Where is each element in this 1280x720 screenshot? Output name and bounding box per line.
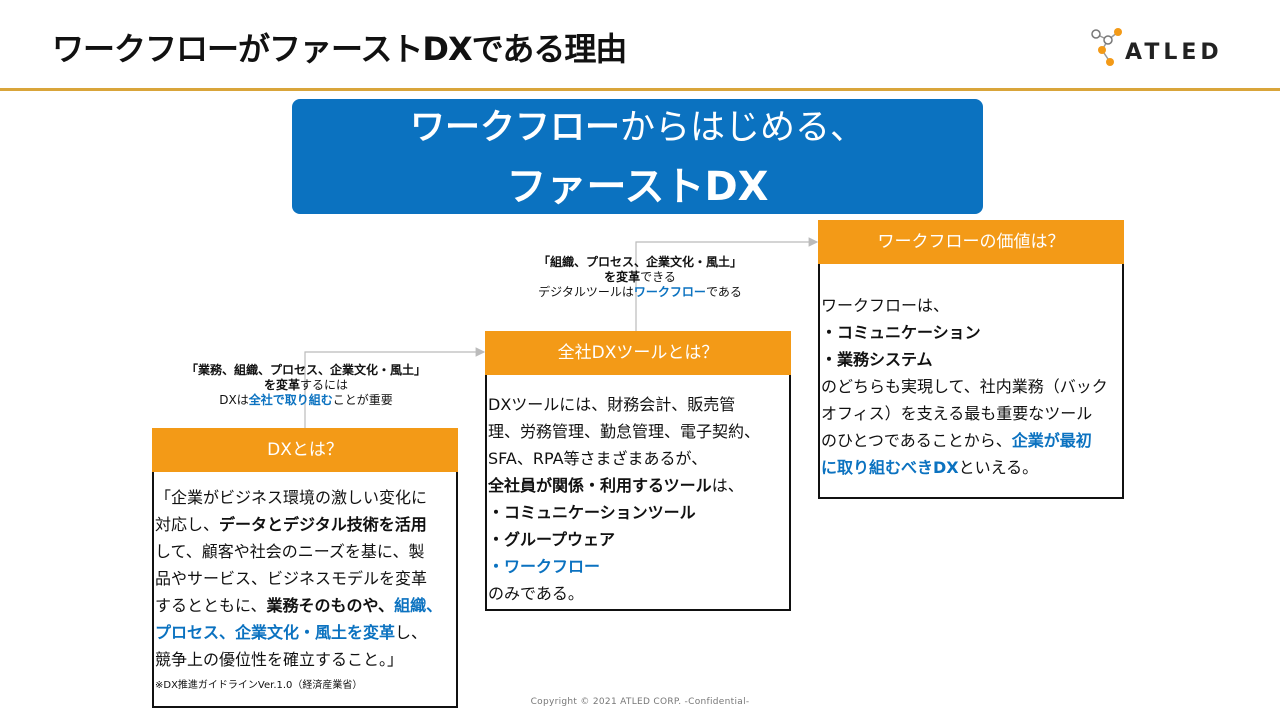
caption-1-line-3: DXは全社で取り組むことが重要 <box>150 393 462 408</box>
hero-banner: ワークフローからはじめる、 ファーストDX <box>292 99 983 214</box>
box-dx-line: 品やサービス、ビジネスモデルを変革 <box>155 569 428 588</box>
box-dx-line: するとともに、業務そのものや、組織、 <box>155 592 455 619</box>
atled-logo-icon <box>1091 28 1122 66</box>
box-workflow-value: ワークフローの価値は？ ワークフローは、 ・コミュニケーション ・業務システム … <box>818 220 1124 499</box>
box-dx-text: し、 <box>395 623 428 642</box>
box-dx-emph: 業務そのものや、 <box>266 596 395 615</box>
box-tool-list-item-highlight: ・ワークフロー <box>488 557 601 576</box>
title-divider <box>0 88 1280 91</box>
box-dx-line: プロセス、企業文化・風土を変革し、 <box>155 619 455 646</box>
box-dx-title: DXとは？ <box>152 428 458 472</box>
box-value-highlight: に取り組むべきDX <box>821 458 959 477</box>
caption-1-line-1: 「業務、組織、プロセス、企業文化・風土」 <box>185 363 426 377</box>
box-dx-line: 「企業がビジネス環境の激しい変化に <box>155 488 428 507</box>
box-tool-list-item: ・グループウェア <box>488 530 616 549</box>
box-value-text: のひとつであることから、 <box>821 431 1012 450</box>
box-value-line: ワークフローは、 <box>821 296 950 315</box>
caption-1-line-2: を変革するには <box>150 378 462 393</box>
box-value-line: オフィス）を支える最も重要なツール <box>821 404 1093 423</box>
box-tool-title: 全社DXツールとは？ <box>485 331 791 375</box>
caption-1-emph: を変革 <box>263 378 300 392</box>
caption-2-line-1: 「組織、プロセス、企業文化・風土」 <box>537 255 742 269</box>
caption-2-highlight: ワークフロー <box>633 285 706 299</box>
box-value-body: ワークフローは、 ・コミュニケーション ・業務システム のどちらも実現して、社内… <box>820 266 1122 497</box>
hero-rest-text: からはじめる、 <box>620 108 866 148</box>
box-tool-body: DXツールには、財務会計、販売管 理、労務管理、勤怠管理、電子契約、 SFA、R… <box>487 377 789 609</box>
box-tool-text: は、 <box>711 476 744 495</box>
box-tool-emph: 全社員が関係・利用するツール <box>488 476 712 495</box>
box-dx-line: して、顧客や社会のニーズを基に、製 <box>155 542 425 561</box>
box-value-line: のひとつであることから、企業が最初 <box>821 427 1121 454</box>
box-tool-list-item: ・コミュニケーションツール <box>488 503 696 522</box>
hero-line-1: ワークフローからはじめる、 <box>292 105 983 151</box>
box-tool-line: のみである。 <box>488 584 584 603</box>
box-tool-line: DXツールには、財務会計、販売管 <box>488 395 736 414</box>
box-dx-line: 競争上の優位性を確立すること。」 <box>155 650 404 669</box>
box-dx-emph: データとデジタル技術を活用 <box>219 515 427 534</box>
box-value-title: ワークフローの価値は？ <box>818 220 1124 264</box>
caption-2-emph: を変革 <box>604 270 641 284</box>
box-value-text: といえる。 <box>958 458 1039 477</box>
hero-strong-text: ワークフロー <box>409 108 620 148</box>
caption-1-prefix: DXは <box>219 393 249 407</box>
box-dx-text: するとともに、 <box>155 596 267 615</box>
caption-workflow-tool: 「組織、プロセス、企業文化・風土」 を変革できる デジタルツールはワークフローで… <box>485 255 795 300</box>
box-what-is-dx: DXとは？ 「企業がビジネス環境の激しい変化に 対応し、データとデジタル技術を活… <box>152 428 458 708</box>
caption-1-highlight: 全社で取り組む <box>248 393 333 407</box>
box-value-line: のどちらも実現して、社内業務（バック <box>821 377 1108 396</box>
box-dx-highlight: プロセス、企業文化・風土を変革 <box>155 623 396 642</box>
box-value-list-item: ・コミュニケーション <box>821 323 981 342</box>
box-tool-line: 全社員が関係・利用するツールは、 <box>488 472 788 499</box>
box-value-highlight: 企業が最初 <box>1011 431 1092 450</box>
box-value-line: に取り組むべきDXといえる。 <box>821 454 1121 481</box>
caption-2-suffix: である <box>705 285 742 299</box>
box-dx-line: 対応し、データとデジタル技術を活用 <box>155 511 455 538</box>
caption-1-text: するには <box>300 378 349 392</box>
caption-2-prefix: デジタルツールは <box>538 285 634 299</box>
box-dx-body: 「企業がビジネス環境の激しい変化に 対応し、データとデジタル技術を活用 して、顧… <box>154 474 456 706</box>
caption-2-line-2: を変革できる <box>485 270 795 285</box>
caption-2-text: できる <box>640 270 676 284</box>
box-dx-text: 対応し、 <box>155 515 220 534</box>
logo-text: ATLED <box>1125 40 1223 65</box>
caption-1-suffix: ことが重要 <box>332 393 393 407</box>
box-tool-line: 理、労務管理、勤怠管理、電子契約、 <box>488 422 761 441</box>
footer-copyright: Copyright © 2021 ATLED CORP. -Confidenti… <box>530 697 750 707</box>
hero-line-2: ファーストDX <box>506 164 769 210</box>
caption-company-wide: 「業務、組織、プロセス、企業文化・風土」 を変革するには DXは全社で取り組むこ… <box>150 363 462 408</box>
box-company-dx-tool: 全社DXツールとは？ DXツールには、財務会計、販売管 理、労務管理、勤怠管理、… <box>485 331 791 611</box>
box-dx-highlight: 組織、 <box>394 596 443 615</box>
box-dx-source-note: ※DX推進ガイドラインVer.1.0（経済産業省） <box>155 680 363 691</box>
box-value-list-item: ・業務システム <box>821 350 933 369</box>
box-tool-line: SFA、RPA等さまざまあるが、 <box>488 449 708 468</box>
page-title: ワークフローがファーストDXである理由 <box>52 30 627 68</box>
caption-2-line-3: デジタルツールはワークフローである <box>485 285 795 300</box>
